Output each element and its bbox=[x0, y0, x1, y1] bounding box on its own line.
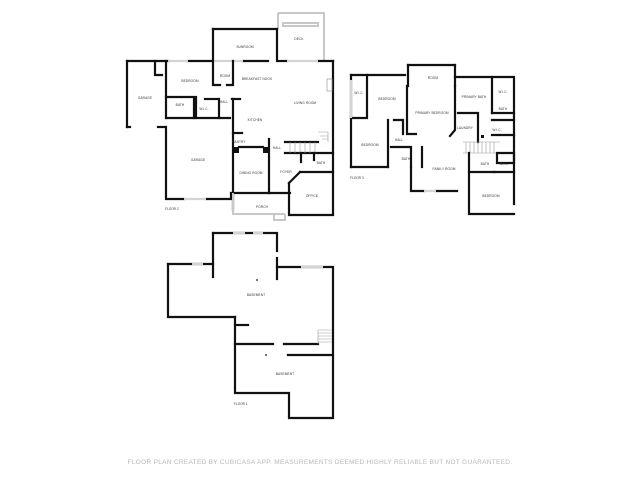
room-label-wic-4: W.I.C. bbox=[499, 162, 508, 166]
room-label-laundry: LAUNDRY bbox=[457, 126, 474, 130]
room-label-hall-2: HALL bbox=[273, 146, 282, 150]
room-label-hall: HALL bbox=[220, 100, 229, 104]
room-label-bath: BATH bbox=[499, 107, 508, 111]
floor-3-plan: ROOM W.I.C. BEDROOM PRIMARY BEDROOM PRIM… bbox=[349, 63, 516, 216]
floor-label-3: FLOOR 3 bbox=[350, 176, 364, 180]
room-label-foyer: FOYER bbox=[280, 170, 292, 174]
room-label-breakfast-nook: BREAKFAST NOOK bbox=[242, 77, 273, 81]
room-label-bath: BATH bbox=[176, 103, 185, 107]
room-label-basement-upper: BASEMENT bbox=[247, 293, 265, 297]
room-label-bedroom: BEDROOM bbox=[181, 79, 198, 83]
room-label-bedroom-2: BEDROOM bbox=[361, 143, 378, 147]
room-label-primary-bedroom: PRIMARY BEDROOM bbox=[415, 111, 449, 115]
room-label-family-room: FAMILY ROOM bbox=[433, 167, 456, 171]
room-label-bedroom: BEDROOM bbox=[378, 97, 395, 101]
room-label-wic-3: W.I.C. bbox=[492, 128, 501, 132]
room-label-garage-left: GARAGE bbox=[138, 96, 152, 100]
room-label-room: ROOM bbox=[428, 76, 439, 80]
room-label-hall: HALL bbox=[395, 138, 404, 142]
room-label-primary-bath: PRIMARY BATH bbox=[462, 95, 487, 99]
room-label-living-room: LIVING ROOM bbox=[294, 101, 317, 105]
room-label-bath-2: BATH bbox=[402, 157, 411, 161]
room-label-bath-2: BATH bbox=[317, 161, 326, 165]
room-label-garage: GARAGE bbox=[191, 158, 205, 162]
room-label-pantry: PANTRY bbox=[232, 140, 246, 144]
room-label-wic: W.I.C. bbox=[199, 107, 208, 111]
disclaimer-footer: FLOOR PLAN CREATED BY CUBICASA APP. MEAS… bbox=[127, 459, 513, 466]
room-label-office: OFFICE bbox=[306, 194, 318, 198]
room-label-kitchen: KITCHEN bbox=[248, 118, 263, 122]
floor-2-plan: DECK SUNROOM GARAGE BEDROOM ROOM BREAKFA… bbox=[125, 12, 335, 221]
room-label-dining-room: DINING ROOM bbox=[239, 171, 262, 175]
room-label-bedroom-3: BEDROOM bbox=[482, 194, 499, 198]
room-label-wic: W.I.C. bbox=[354, 91, 363, 95]
room-label-room: ROOM bbox=[220, 74, 231, 78]
room-label-sunroom: SUNROOM bbox=[236, 45, 254, 49]
room-label-wic-2: W.I.C. bbox=[498, 90, 507, 94]
room-label-deck: DECK bbox=[294, 37, 304, 41]
room-label-porch: PORCH bbox=[256, 205, 269, 209]
floor-label-2: FLOOR 2 bbox=[165, 207, 179, 211]
room-label-bath-3: BATH bbox=[481, 162, 490, 166]
room-label-basement-lower: BASEMENT bbox=[276, 372, 294, 376]
floor-1-plan: BASEMENT BASEMENT FLOOR 1 bbox=[166, 231, 335, 420]
floor-label-1: FLOOR 1 bbox=[234, 402, 248, 406]
